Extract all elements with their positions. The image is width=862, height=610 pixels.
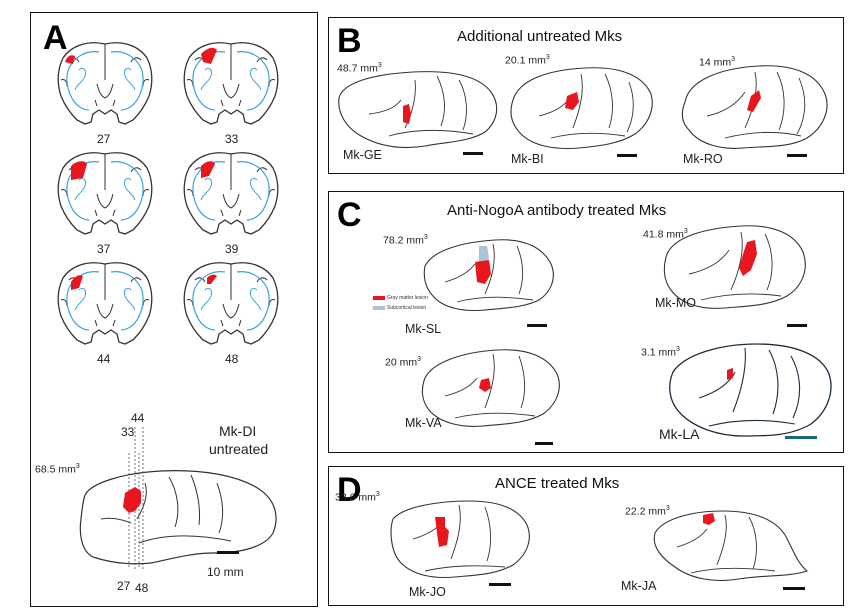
volume-mk-ge: 48.7 mm3 — [337, 62, 382, 75]
panel-c-title: Anti-NogoA antibody treated Mks — [447, 202, 667, 219]
scale-bar-jo — [489, 583, 511, 586]
tick-44: 44 — [131, 411, 145, 425]
panel-c-brains — [421, 225, 832, 437]
label-mk-ro: Mk-RO — [683, 152, 723, 166]
scale-bar-ro — [787, 154, 807, 157]
mk-di-title-line2: untreated — [209, 441, 269, 457]
volume-mk-ja: 22.2 mm3 — [625, 505, 670, 518]
lesion-mark — [65, 55, 75, 64]
section-label-37: 37 — [97, 242, 111, 256]
legend-swatch-gray — [373, 296, 385, 300]
volume-mk-di: 68.5 mm3 — [35, 463, 80, 476]
tick-48: 48 — [135, 581, 149, 595]
scale-label: 10 mm — [207, 565, 244, 579]
panel-d-title: ANCE treated Mks — [495, 475, 620, 492]
legend-gray: Gray matter lesion — [387, 295, 428, 301]
label-mk-sl: Mk-SL — [405, 322, 442, 336]
panel-a: A — [30, 12, 318, 607]
panel-d-brains — [390, 500, 809, 582]
tick-27: 27 — [117, 579, 131, 593]
panel-c-label: C — [337, 196, 362, 234]
section-label-33: 33 — [225, 132, 239, 146]
coronal-sections — [57, 42, 279, 569]
mk-di-title-line1: Mk-DI — [219, 423, 257, 439]
label-mk-bi: Mk-BI — [511, 152, 544, 166]
scale-bar-ja — [783, 587, 805, 590]
section-label-39: 39 — [225, 242, 239, 256]
section-label-48: 48 — [225, 352, 239, 366]
label-mk-va: Mk-VA — [405, 416, 442, 430]
label-mk-ja: Mk-JA — [621, 579, 657, 593]
volume-mk-sl: 78.2 mm3 — [383, 234, 428, 247]
panel-b-brains — [338, 65, 828, 150]
panel-d-label: D — [337, 471, 362, 509]
scale-bar — [217, 551, 239, 554]
legend-sub: Subcortical lesion — [387, 305, 427, 311]
scale-bar-mo — [787, 324, 807, 327]
scale-bar-bi — [617, 154, 637, 157]
panel-b: B Additional untreated Mks 48.7 mm3 20.1… — [328, 17, 844, 174]
volume-mk-va: 20 mm3 — [385, 356, 421, 369]
volume-mk-bi: 20.1 mm3 — [505, 54, 550, 67]
volume-mk-la: 3.1 mm3 — [641, 346, 680, 359]
legend-swatch-sub — [373, 306, 385, 310]
scale-bar-va — [535, 442, 553, 445]
scale-bar-sl — [527, 324, 547, 327]
label-mk-mo: Mk-MO — [655, 296, 696, 310]
section-label-44: 44 — [97, 352, 111, 366]
panel-d: D ANCE treated Mks 33.6 mm3 22.2 mm3 Mk-… — [328, 466, 844, 606]
section-label-27: 27 — [97, 132, 111, 146]
panel-a-label: A — [43, 19, 68, 57]
volume-mk-jo: 33.6 mm3 — [335, 491, 380, 504]
label-mk-la: Mk-LA — [659, 426, 700, 442]
panel-b-title: Additional untreated Mks — [457, 28, 623, 45]
label-mk-jo: Mk-JO — [409, 585, 446, 599]
scale-bar-ge — [463, 152, 483, 155]
label-mk-ge: Mk-GE — [343, 148, 382, 162]
panel-b-label: B — [337, 22, 362, 60]
tick-33: 33 — [121, 425, 135, 439]
panel-c: C Anti-NogoA antibody treated Mks — [328, 191, 844, 453]
scale-bar-la — [785, 436, 817, 439]
volume-mk-ro: 14 mm3 — [699, 56, 735, 69]
volume-mk-mo: 41.8 mm3 — [643, 228, 688, 241]
